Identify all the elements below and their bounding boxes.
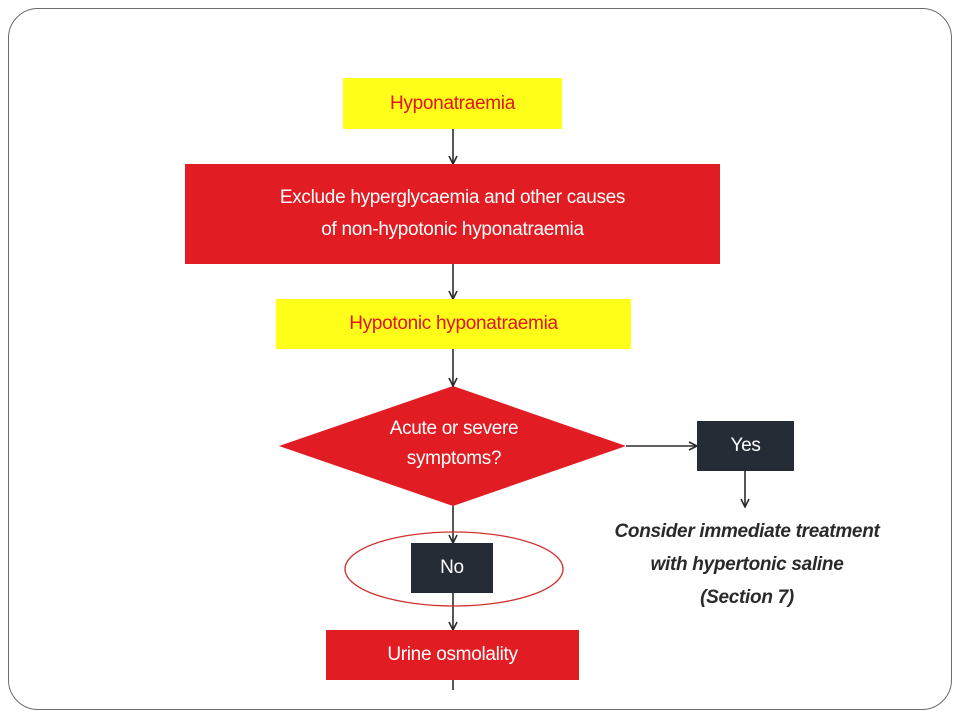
yes-note-line3: (Section 7): [700, 587, 794, 608]
no-label: No: [440, 557, 464, 578]
node-urine-osmolality: Urine osmolality: [326, 630, 579, 680]
node-exclude-line2: of non-hypotonic hyponatraemia: [321, 219, 584, 240]
yes-note-line2: with hypertonic saline: [650, 554, 844, 575]
node-hypotonic-label: Hypotonic hyponatraemia: [349, 313, 558, 334]
yes-box: Yes: [697, 421, 794, 471]
yes-label: Yes: [730, 435, 761, 456]
node-exclude-line1: Exclude hyperglycaemia and other causes: [279, 187, 626, 208]
node-hyponatraemia-label: Hyponatraemia: [390, 92, 515, 114]
node-exclude-causes: Exclude hyperglycaemia and other causes …: [185, 164, 720, 264]
node-hyponatraemia: Hyponatraemia: [343, 78, 562, 129]
decision-line1: Acute or severe: [389, 418, 519, 439]
yes-note-line1: Consider immediate treatment: [614, 521, 880, 542]
no-box: No: [411, 543, 493, 593]
decision-diamond: [279, 386, 626, 506]
decision-label: Acute or severe symptoms?: [340, 414, 568, 474]
decision-line2: symptoms?: [406, 448, 502, 469]
yes-note: Consider immediate treatment with hypert…: [592, 515, 902, 614]
node-hypotonic-hyponatraemia: Hypotonic hyponatraemia: [276, 299, 631, 349]
node-urine-label: Urine osmolality: [387, 644, 518, 665]
